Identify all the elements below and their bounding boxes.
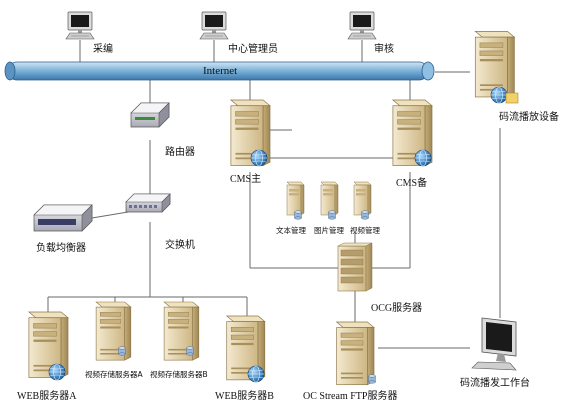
label-internet: Internet xyxy=(203,65,238,77)
oc-stream-ftp-server xyxy=(336,321,376,386)
video-storage-server-a xyxy=(95,301,132,361)
label-text-mgmt: 文本管理 xyxy=(276,226,306,235)
cms-backup-server xyxy=(392,99,433,167)
internet-bus xyxy=(4,61,435,81)
web-server-a xyxy=(28,311,69,381)
router-icon xyxy=(130,102,170,128)
computer-icon xyxy=(199,11,229,40)
switch-icon xyxy=(125,193,171,213)
image-mgmt-server xyxy=(320,181,339,220)
label-center-admin: 中心管理员 xyxy=(228,44,278,55)
computer-icon xyxy=(347,11,377,40)
label-image-mgmt: 图片管理 xyxy=(314,226,344,235)
computer-icon xyxy=(65,11,95,40)
appliance-icon xyxy=(33,204,93,232)
label-oc-stream-ftp: OC Stream FTP服务器 xyxy=(303,391,398,402)
label-shenhe: 审核 xyxy=(374,44,394,55)
text-mgmt-server xyxy=(286,181,305,220)
video-storage-server-b xyxy=(163,301,200,361)
label-video-mgmt: 视频管理 xyxy=(350,226,380,235)
label-switch: 交换机 xyxy=(165,240,195,251)
video-mgmt-server xyxy=(353,181,372,220)
monitor-icon xyxy=(471,317,517,371)
label-router: 路由器 xyxy=(165,147,195,158)
label-workstation: 码流播发工作台 xyxy=(460,378,530,389)
label-cms-main: CMS主 xyxy=(230,174,262,185)
cms-main-server xyxy=(230,99,271,167)
label-load-balancer: 负载均衡器 xyxy=(36,243,86,254)
label-caibian: 采编 xyxy=(93,44,113,55)
label-web-server-a: WEB服务器A xyxy=(17,391,77,402)
server-rack-icon xyxy=(337,242,373,292)
label-video-storage-a: 视频存储服务器A xyxy=(85,370,143,379)
label-cms-backup: CMS备 xyxy=(396,178,428,189)
label-ocg-server: OCG服务器 xyxy=(371,303,423,314)
stream-play-device xyxy=(474,30,519,104)
label-web-server-b: WEB服务器B xyxy=(215,391,274,402)
label-stream-play-device: 码流播放设备 xyxy=(499,112,559,123)
web-server-b xyxy=(226,315,266,383)
label-video-storage-b: 视频存储服务器B xyxy=(150,370,208,379)
